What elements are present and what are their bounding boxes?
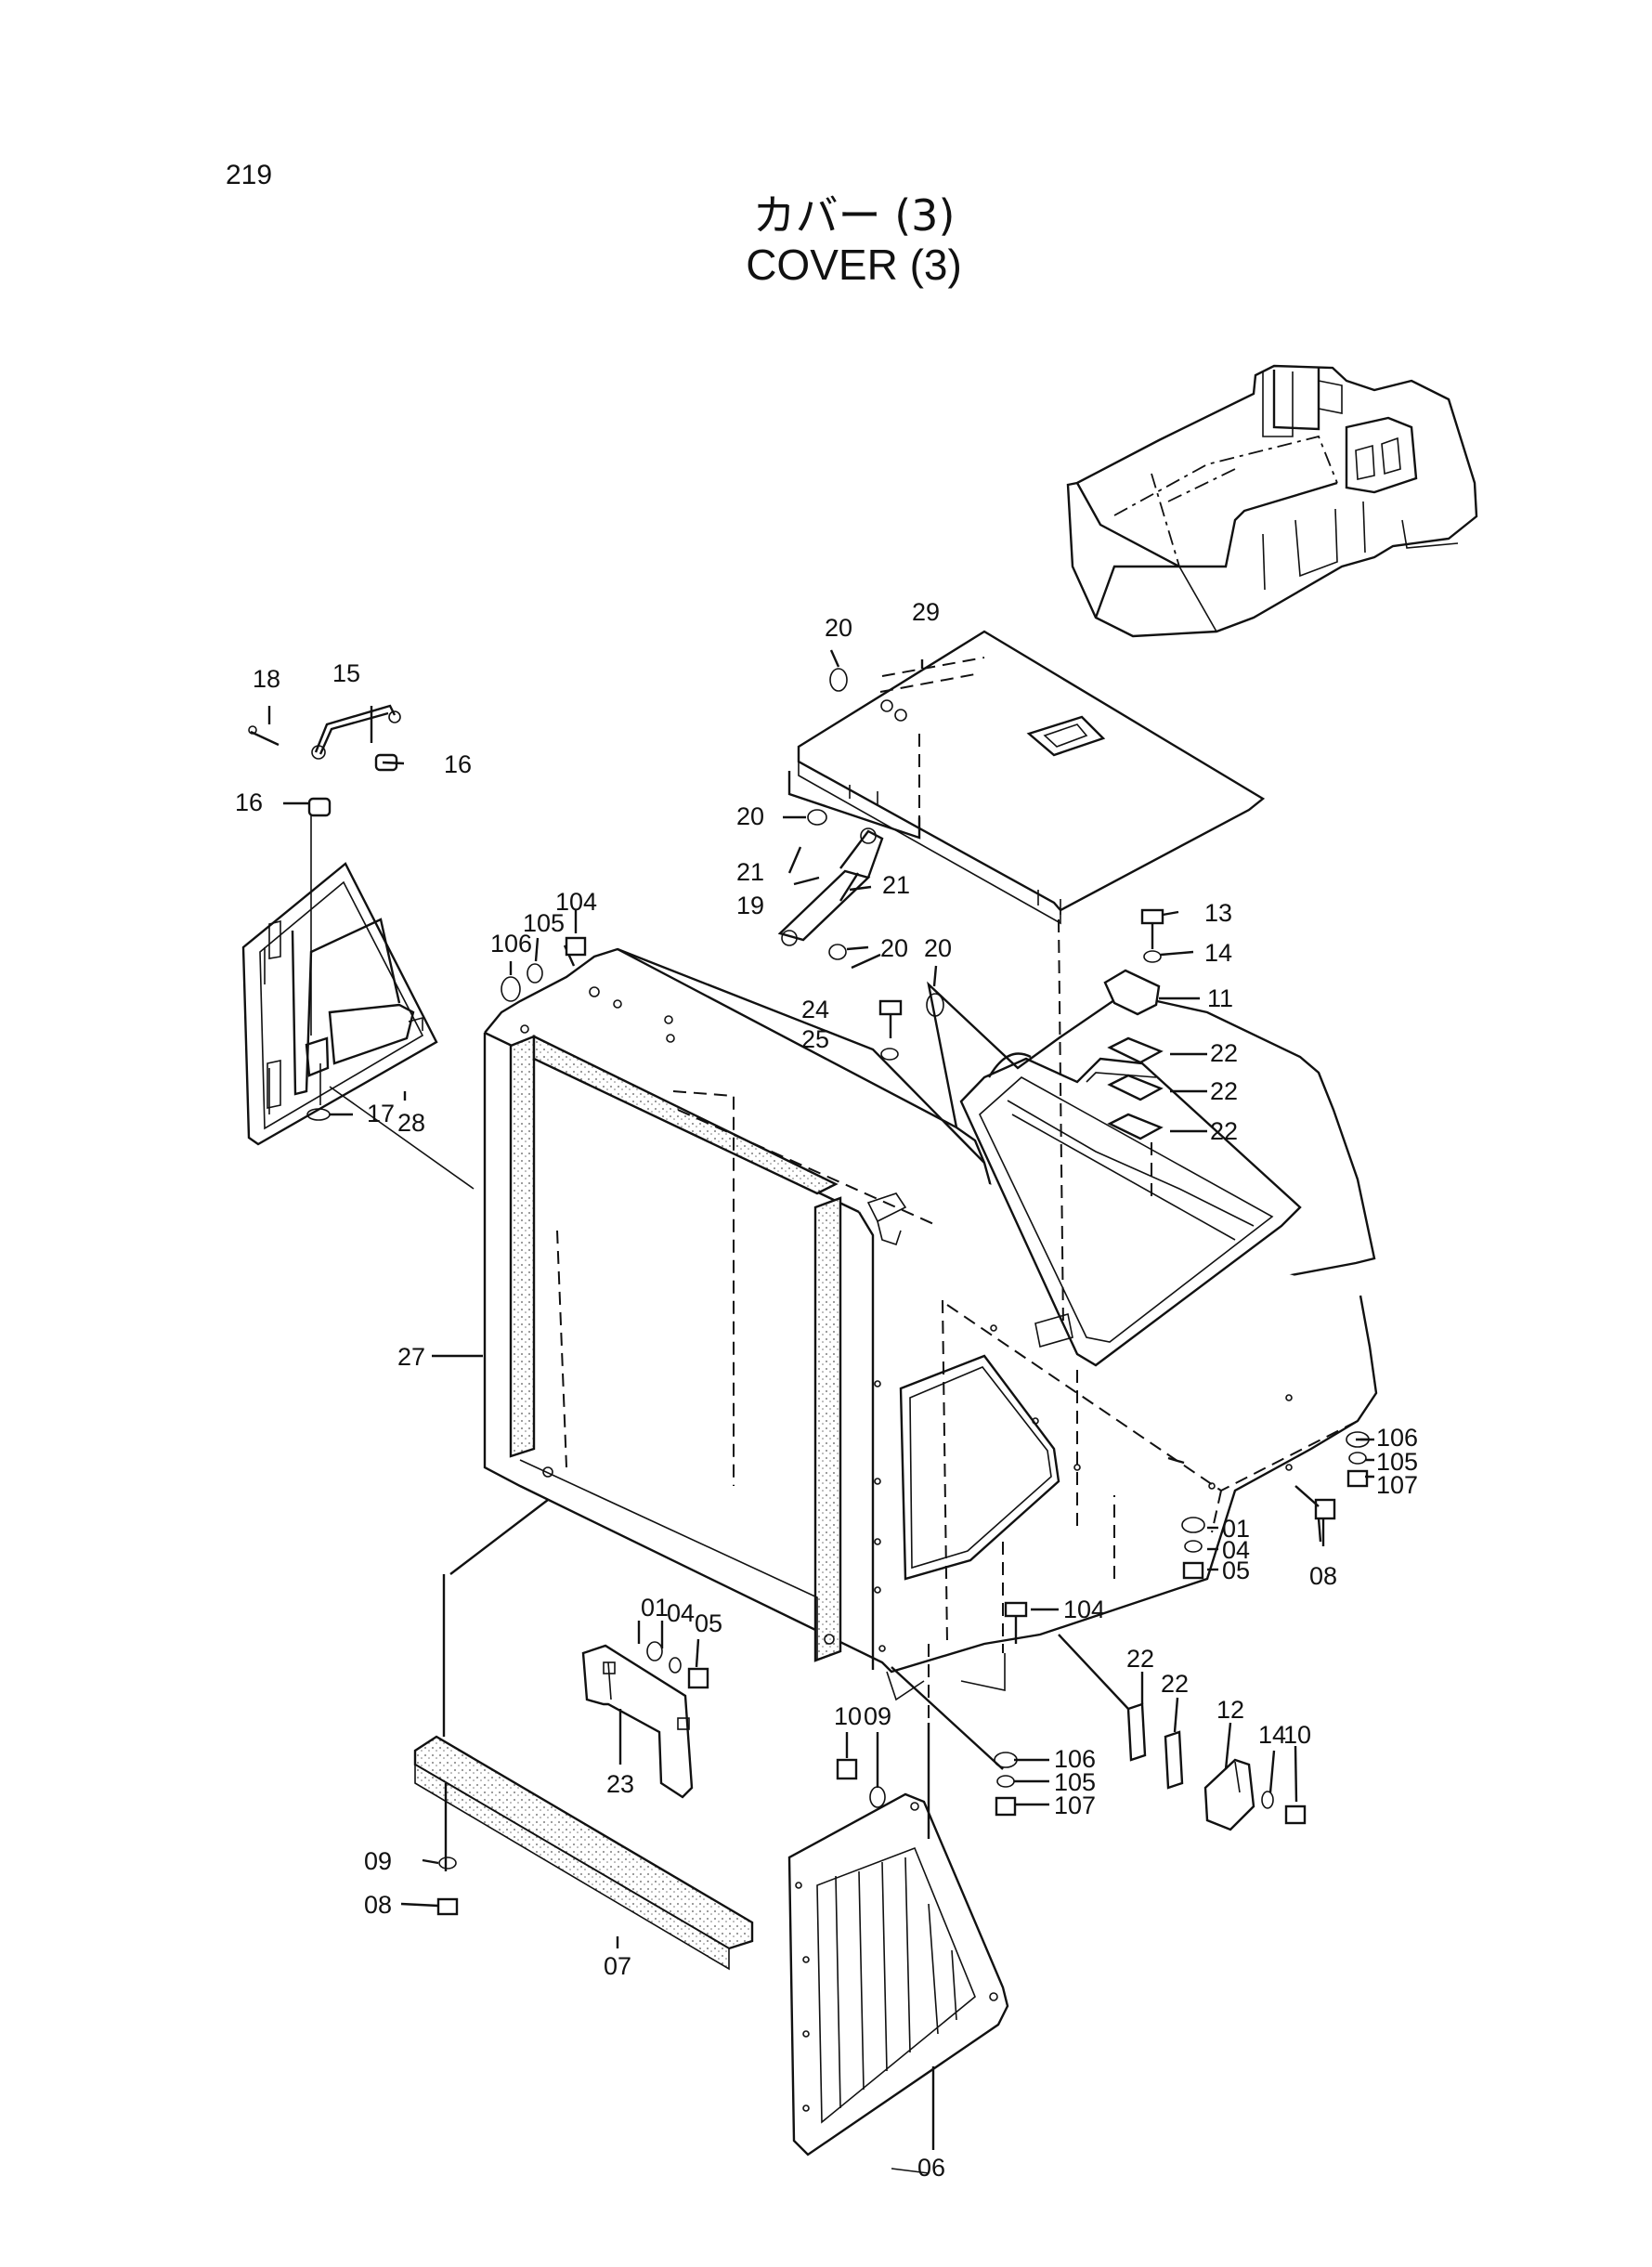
callout-06: 06 bbox=[917, 2154, 945, 2182]
callout-104: 104 bbox=[1063, 1596, 1105, 1623]
callout-105: 105 bbox=[1376, 1448, 1418, 1476]
callout-106: 106 bbox=[1376, 1424, 1418, 1452]
stay-plates-drawing bbox=[1058, 919, 1164, 1329]
callout-20: 20 bbox=[736, 802, 764, 830]
callout-105: 105 bbox=[1054, 1768, 1096, 1796]
callout-18: 18 bbox=[253, 665, 280, 693]
callout-01: 01 bbox=[1222, 1515, 1250, 1543]
callout-10: 10 bbox=[834, 1702, 862, 1730]
callout-01: 01 bbox=[641, 1594, 669, 1622]
callout-22: 22 bbox=[1210, 1077, 1238, 1105]
machine-locator-drawing bbox=[1066, 364, 1478, 638]
callout-19: 19 bbox=[736, 892, 764, 919]
callout-14: 14 bbox=[1204, 939, 1232, 967]
callout-22: 22 bbox=[1210, 1039, 1238, 1067]
callout-05: 05 bbox=[1222, 1557, 1250, 1584]
callout-24: 24 bbox=[801, 996, 829, 1023]
door-panel-drawing bbox=[241, 799, 475, 1190]
callout-20: 20 bbox=[924, 934, 952, 962]
page-number: 219 bbox=[226, 160, 273, 190]
callout-14: 14 bbox=[1258, 1721, 1286, 1749]
callout-12: 12 bbox=[1216, 1696, 1244, 1724]
callout-20: 20 bbox=[825, 614, 852, 642]
callout-29: 29 bbox=[912, 598, 940, 626]
callout-25: 25 bbox=[801, 1025, 829, 1053]
callout-08: 08 bbox=[1309, 1562, 1337, 1590]
callout-07: 07 bbox=[604, 1952, 631, 1980]
title-english: COVER (3) bbox=[746, 241, 962, 289]
callout-05: 05 bbox=[695, 1609, 722, 1637]
callout-09: 09 bbox=[364, 1847, 392, 1875]
callout-09: 09 bbox=[864, 1702, 891, 1730]
callout-22: 22 bbox=[1210, 1117, 1238, 1145]
handle-drawing bbox=[248, 704, 401, 1121]
callout-22: 22 bbox=[1126, 1645, 1154, 1673]
callout-04: 04 bbox=[1222, 1536, 1250, 1564]
callout-22: 22 bbox=[1161, 1670, 1189, 1698]
callout-107: 107 bbox=[1054, 1791, 1096, 1819]
callout-106: 106 bbox=[1054, 1745, 1096, 1773]
callout-104: 104 bbox=[555, 888, 597, 916]
callout-23: 23 bbox=[606, 1770, 634, 1798]
lower-parts-drawing bbox=[413, 1490, 1255, 2174]
callout-16: 16 bbox=[444, 750, 472, 778]
callout-15: 15 bbox=[332, 659, 360, 687]
callout-labels: 18 15 16 16 17 28 20 29 20 21 21 19 20 2… bbox=[235, 598, 1418, 2182]
callout-106: 106 bbox=[490, 930, 532, 958]
callout-10: 10 bbox=[1283, 1721, 1311, 1749]
callout-04: 04 bbox=[667, 1599, 695, 1627]
callout-13: 13 bbox=[1204, 899, 1232, 927]
title-japanese: カバー (3) bbox=[752, 190, 956, 241]
callout-27: 27 bbox=[397, 1343, 425, 1371]
callout-21: 21 bbox=[736, 858, 764, 886]
callout-107: 107 bbox=[1376, 1471, 1418, 1499]
leader-lines bbox=[267, 649, 1374, 2150]
callout-20: 20 bbox=[880, 934, 908, 962]
hinge-drawing bbox=[777, 827, 884, 946]
top-cover-drawing bbox=[787, 630, 1266, 925]
callout-16: 16 bbox=[235, 788, 263, 816]
fasteners-drawing bbox=[436, 668, 1370, 1916]
callout-21: 21 bbox=[882, 871, 910, 899]
callout-28: 28 bbox=[397, 1109, 425, 1137]
callout-11: 11 bbox=[1207, 984, 1233, 1012]
callout-08: 08 bbox=[364, 1891, 392, 1919]
callout-17: 17 bbox=[367, 1100, 395, 1127]
callout-105: 105 bbox=[523, 909, 565, 937]
